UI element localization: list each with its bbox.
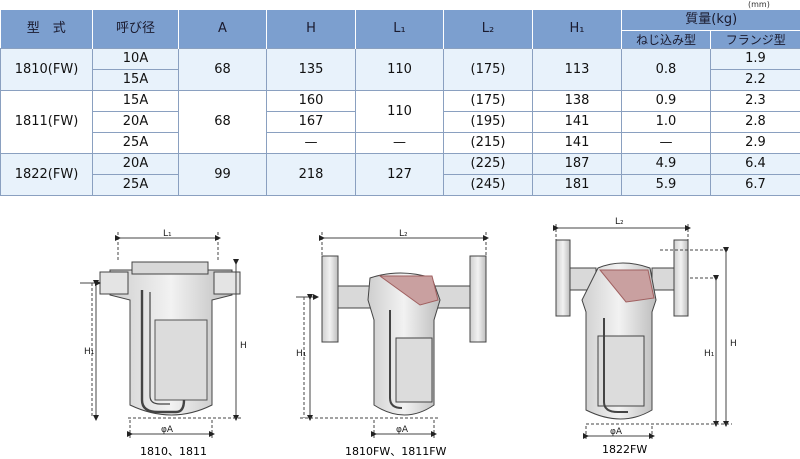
dim-h1-fig2: H₁ xyxy=(296,349,307,359)
dim-l1-fig1: L₁ xyxy=(163,229,172,239)
dim-h-fig3: H xyxy=(730,339,737,349)
dim-h1-fig3: H₁ xyxy=(704,349,715,359)
trap-drawing-1810fw xyxy=(296,232,486,438)
trap-drawing-1822fw xyxy=(556,224,732,440)
caption-1822fw: 1822FW xyxy=(602,443,647,456)
dim-h-fig1: H xyxy=(240,341,247,351)
dim-l2-fig3: L₂ xyxy=(615,217,624,227)
dim-a-fig2: φA xyxy=(396,425,409,435)
dim-a-fig1: φA xyxy=(161,425,174,435)
dim-a-fig3: φA xyxy=(610,427,623,437)
trap-drawing-1810 xyxy=(80,232,242,438)
dim-l2-fig2: L₂ xyxy=(399,229,408,239)
dim-h1-fig1: H₁ xyxy=(84,347,95,357)
